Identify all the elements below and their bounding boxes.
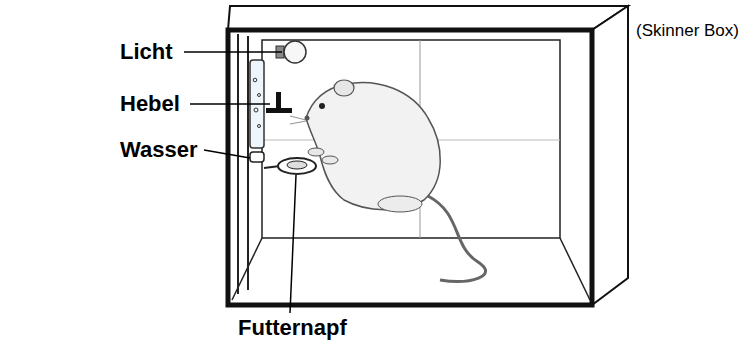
light-bulb: [284, 41, 306, 63]
rat-eye: [319, 103, 325, 109]
leader-line: [204, 150, 250, 158]
bubble: [253, 78, 257, 82]
lever: [276, 92, 281, 110]
box-top: [228, 6, 628, 30]
bubble: [254, 108, 258, 112]
bubble: [258, 125, 261, 128]
rat-whisker: [290, 116, 306, 120]
part-label: Hebel: [120, 92, 180, 116]
rat-paw: [308, 148, 324, 156]
side-panel: [247, 36, 249, 290]
part-label: Wasser: [120, 138, 197, 162]
box-side: [592, 6, 628, 305]
back-wall: [262, 40, 560, 238]
rat-whisker: [290, 121, 306, 124]
box-front-frame: [228, 30, 592, 305]
floor-edge: [560, 238, 590, 300]
side-panel: [237, 34, 239, 294]
leader-line: [290, 175, 296, 313]
caption-label: (Skinner Box): [636, 22, 739, 41]
rat-hind-leg: [378, 196, 422, 212]
food-bowl: [278, 158, 316, 174]
bubble: [258, 94, 261, 97]
part-label: Futternapf: [238, 316, 347, 340]
part-label: Licht: [120, 40, 173, 64]
rat-tail: [428, 196, 486, 281]
leader-line: [190, 103, 270, 105]
leader-line: [184, 51, 282, 53]
rat-body: [306, 82, 440, 209]
water-nozzle: [250, 152, 264, 162]
rat-paw: [322, 156, 338, 164]
rat-ear: [334, 80, 354, 96]
food-bowl: [287, 161, 307, 169]
lever: [266, 108, 292, 113]
